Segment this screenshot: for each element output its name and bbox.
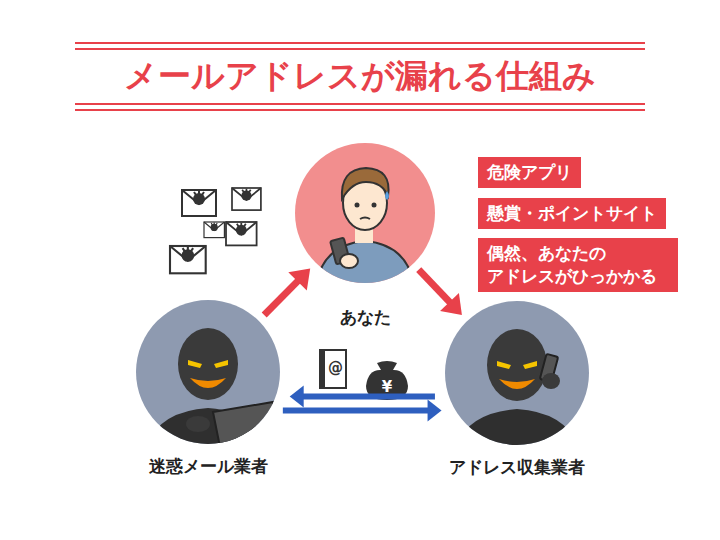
arrow-shaft — [419, 270, 451, 304]
address-book-icon — [320, 350, 346, 388]
arrow-head — [440, 293, 462, 315]
drawing-part — [170, 246, 206, 273]
source-box: 偶然、あなたの アドレスがひっかかる — [478, 238, 678, 292]
node-label: アドレス収集業者 — [427, 457, 607, 477]
drawing-part — [232, 188, 261, 210]
drawing-part — [340, 254, 358, 268]
drawing-part — [186, 416, 210, 432]
drawing-part — [360, 218, 370, 220]
drawing-part — [377, 361, 397, 370]
box-text: 懸賞・ポイントサイト — [487, 202, 657, 225]
arrow-shaft — [264, 280, 299, 315]
arrow-head — [288, 269, 310, 291]
drawing-part — [315, 241, 415, 285]
drawing-part — [188, 360, 202, 368]
drawing-part — [75, 109, 645, 111]
source-box: 懸賞・ポイントサイト — [478, 198, 666, 229]
drawing-part — [452, 329, 582, 447]
character-illustration — [427, 299, 607, 447]
icon-glyph: ¥ — [375, 380, 399, 395]
drawing-part — [452, 409, 582, 447]
drawing-part — [178, 328, 238, 400]
character-circle: あなた — [275, 141, 455, 327]
source-box: 危険アプリ — [478, 157, 581, 188]
drawing-part — [315, 168, 415, 285]
drawing-part — [355, 203, 360, 208]
icon-glyph: @ — [325, 361, 346, 376]
drawing-part — [523, 361, 537, 369]
drawing-part — [75, 103, 645, 105]
box-text: 偶然、あなたの アドレスがひっかかる — [487, 242, 669, 288]
drawing-part — [204, 222, 224, 238]
drawing-part — [214, 360, 228, 368]
character-circle: アドレス収集業者 — [427, 299, 607, 477]
drawing-part — [75, 48, 645, 50]
drawing-part — [497, 361, 511, 369]
drawing-part — [499, 379, 535, 389]
node-label: あなた — [275, 307, 455, 327]
drawing-part — [213, 402, 281, 446]
arrow-head — [428, 400, 442, 422]
drawing-part — [542, 373, 560, 389]
drawing-part — [75, 42, 645, 44]
drawing-part — [320, 350, 346, 388]
flow-arrow — [283, 400, 442, 422]
drawing-part — [182, 190, 216, 216]
node-label: 迷惑メール業者 — [118, 456, 298, 476]
arrow-shaft — [302, 394, 435, 400]
drawing-part — [342, 168, 389, 199]
diagram-title: メールアドレスが漏れる仕組み — [0, 56, 720, 96]
character-circle: 迷惑メール業者 — [118, 298, 298, 476]
spam-envelopes — [170, 188, 261, 273]
arrow-head — [290, 386, 304, 408]
drawing-part — [190, 378, 226, 388]
drawing-part — [372, 203, 377, 208]
drawing-part — [226, 222, 257, 245]
character-illustration — [275, 141, 455, 285]
flow-arrow — [264, 269, 310, 316]
flow-arrow — [290, 386, 435, 408]
drawing-part — [385, 191, 389, 200]
character-illustration — [118, 298, 298, 446]
drawing-part — [143, 328, 281, 446]
drawing-part — [320, 350, 325, 388]
arrow-shaft — [283, 408, 430, 414]
flow-arrow — [419, 270, 462, 315]
box-text: 危険アプリ — [487, 161, 572, 184]
drawing-part — [487, 329, 547, 401]
